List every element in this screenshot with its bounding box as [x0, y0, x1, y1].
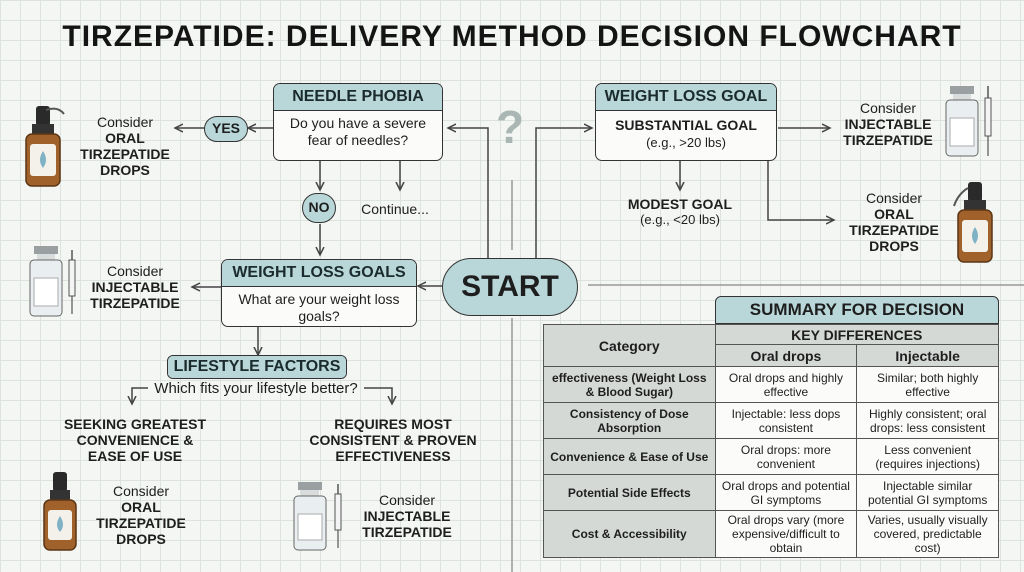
dropper-bottle-icon	[40, 470, 80, 557]
weight-loss-goals-question: What are your weight loss goals?	[238, 291, 400, 324]
start-node[interactable]: START	[442, 258, 578, 316]
lifestyle-question: Which fits your lifestyle better?	[154, 380, 358, 397]
summary-row-oral: Oral drops vary (more expensive/difficul…	[714, 510, 858, 558]
continue-text: Continue...	[361, 201, 429, 217]
dropper-bottle-icon	[18, 104, 68, 193]
summary-row-oral: Oral drops: more convenient	[714, 438, 858, 475]
summary-row-oral: Injectable: less dops consistent	[714, 402, 858, 439]
page-title: TIRZEPATIDE: DELIVERY METHOD DECISION FL…	[62, 20, 962, 53]
substantial-goal-sub: (e.g., >20 lbs)	[646, 135, 726, 150]
vial-syringe-icon	[944, 82, 1000, 165]
needle-yes-method: ORAL TIRZEPATIDE DROPS	[80, 130, 170, 178]
lifestyle-left-method: ORAL TIRZEPATIDE DROPS	[96, 499, 186, 547]
weight-loss-goals-box[interactable]: WEIGHT LOSS GOALS What are your weight l…	[221, 259, 417, 327]
summary-row-injectable: Highly consistent; oral drops: less cons…	[856, 402, 999, 439]
summary-title: SUMMARY FOR DECISION	[715, 296, 999, 324]
summary-key-differences: KEY DIFFERENCES	[714, 324, 1000, 345]
summary-row-injectable: Less convenient (requires injections)	[856, 438, 999, 475]
summary-row-injectable: Injectable similar potential GI symptoms	[856, 474, 999, 511]
summary-row-oral: Oral drops and potential GI symptoms	[714, 474, 858, 511]
summary-row-category: Potential Side Effects	[543, 474, 716, 511]
lifestyle-factors-header[interactable]: LIFESTYLE FACTORS	[167, 355, 347, 379]
needle-phobia-question: Do you have a severe fear of needles?	[289, 115, 427, 148]
weight-loss-goal-box[interactable]: WEIGHT LOSS GOAL SUBSTANTIAL GOAL (e.g.,…	[595, 83, 777, 161]
dropper-bottle-icon	[950, 180, 1000, 269]
no-node[interactable]: NO	[302, 193, 336, 223]
goals-method: INJECTABLE TIRZEPATIDE	[90, 279, 180, 311]
needle-yes-consider: Consider	[96, 114, 154, 130]
goal-oral-consider: Consider	[865, 190, 923, 206]
goal-oral-method: ORAL TIRZEPATIDE DROPS	[849, 206, 939, 254]
start-label: START	[461, 270, 559, 303]
summary-col-category: Category	[543, 324, 716, 367]
no-label: NO	[308, 199, 330, 215]
summary-col-oral: Oral drops	[714, 344, 858, 367]
lifestyle-right-method: INJECTABLE TIRZEPATIDE	[362, 508, 452, 540]
modest-goal-sub: (e.g., <20 lbs)	[640, 212, 720, 227]
summary-col-injectable: Injectable	[856, 344, 999, 367]
weight-loss-goals-header: WEIGHT LOSS GOALS	[222, 260, 416, 287]
vial-syringe-icon	[290, 480, 354, 557]
lifestyle-left-label: SEEKING GREATEST CONVENIENCE & EASE OF U…	[63, 416, 207, 464]
substantial-goal-label: SUBSTANTIAL GOAL	[615, 117, 757, 133]
yes-label: YES	[211, 120, 240, 136]
modest-goal: MODEST GOAL (e.g., <20 lbs)	[612, 196, 748, 228]
lifestyle-left-consider: Consider	[112, 483, 170, 499]
yes-node[interactable]: YES	[204, 116, 248, 142]
lifestyle-right-label: REQUIRES MOST CONSISTENT & PROVEN EFFECT…	[309, 416, 477, 464]
summary-row-injectable: Similar; both highly effective	[856, 366, 999, 403]
question-mark-icon: ?	[496, 101, 525, 153]
vial-syringe-icon	[26, 242, 82, 325]
modest-goal-label: MODEST GOAL	[627, 196, 733, 212]
goal-injectable-method: INJECTABLE TIRZEPATIDE	[843, 116, 933, 148]
needle-phobia-header: NEEDLE PHOBIA	[274, 84, 442, 111]
summary-row-category: effectiveness (Weight Loss & Blood Sugar…	[543, 366, 716, 403]
needle-phobia-box[interactable]: NEEDLE PHOBIA Do you have a severe fear …	[273, 83, 443, 161]
summary-row-category: Convenience & Ease of Use	[543, 438, 716, 475]
summary-row-injectable: Varies, usually visually covered, predic…	[856, 510, 999, 558]
lifestyle-right-consider: Consider	[378, 492, 436, 508]
summary-row-category: Consistency of Dose Absorption	[543, 402, 716, 439]
goals-consider: Consider	[106, 263, 164, 279]
summary-row-oral: Oral drops and highly effective	[714, 366, 858, 403]
summary-table: Category KEY DIFFERENCES Oral drops Inje…	[543, 324, 1000, 558]
goal-injectable-consider: Consider	[859, 100, 917, 116]
weight-loss-goal-header: WEIGHT LOSS GOAL	[596, 84, 776, 111]
summary-row-category: Cost & Accessibility	[543, 510, 716, 558]
